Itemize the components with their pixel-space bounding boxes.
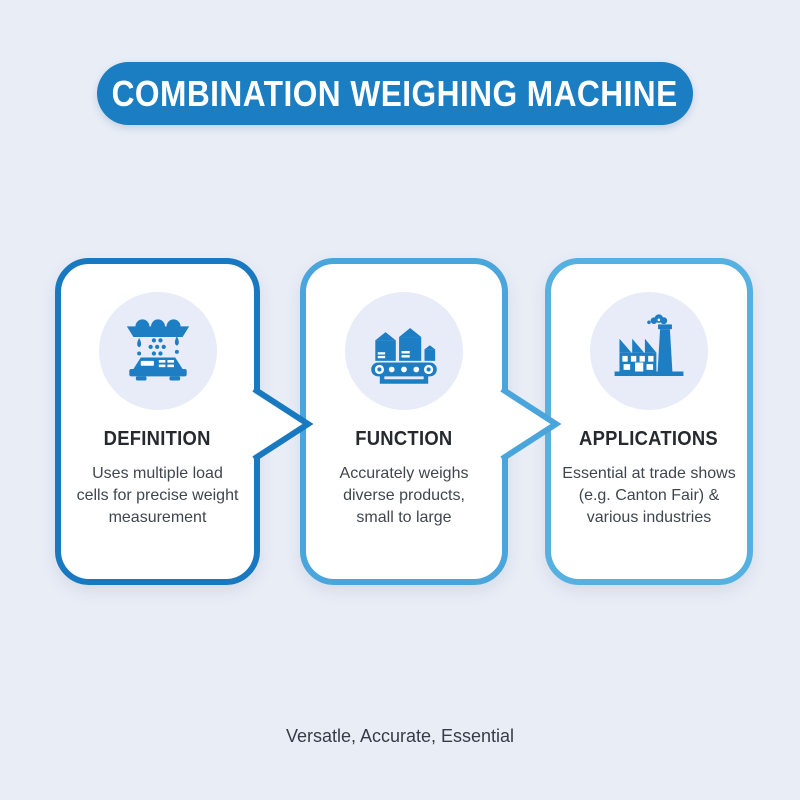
card-applications: APPLICATIONS Essential at trade shows (e…: [545, 258, 753, 585]
header-pill: COMBINATION WEIGHING MACHINE: [97, 62, 693, 125]
card-body-line: diverse products,: [343, 487, 465, 504]
flow-arrow-right-icon: [252, 386, 314, 462]
page-title: COMBINATION WEIGHING MACHINE: [111, 72, 679, 114]
card-body: Accurately weighs diverse products, smal…: [340, 463, 469, 529]
card-title: FUNCTION: [355, 428, 453, 450]
card-title: DEFINITION: [103, 428, 212, 450]
conveyor-belt-icon: [371, 328, 437, 384]
card-body-line: Accurately weighs: [339, 465, 469, 482]
card-body-line: various industries: [586, 509, 712, 526]
card-definition: DEFINITION Uses multiple load cells for …: [55, 258, 260, 585]
card-title: APPLICATIONS: [579, 428, 719, 450]
icon-circle: [590, 292, 708, 410]
footer-tagline: Versatle, Accurate, Essential: [285, 726, 515, 746]
card-body-line: cells for precise weight: [76, 487, 239, 504]
card-body: Essential at trade shows (e.g. Canton Fa…: [562, 463, 735, 529]
card-body-line: (e.g. Canton Fair) &: [578, 487, 720, 504]
icon-circle: [98, 292, 217, 410]
card-body-line: Essential at trade shows: [562, 465, 736, 482]
combination-weigher-icon: [126, 319, 189, 381]
card-function: FUNCTION Accurately weighs diverse produ…: [300, 258, 508, 585]
icon-circle: [345, 292, 463, 410]
factory-icon: [614, 314, 684, 377]
card-body-line: small to large: [356, 509, 452, 526]
card-body: Uses multiple load cells for precise wei…: [77, 463, 239, 529]
card-body-line: Uses multiple load: [92, 465, 223, 482]
card-body-line: measurement: [108, 509, 207, 526]
flow-arrow-right-icon: [500, 386, 562, 462]
